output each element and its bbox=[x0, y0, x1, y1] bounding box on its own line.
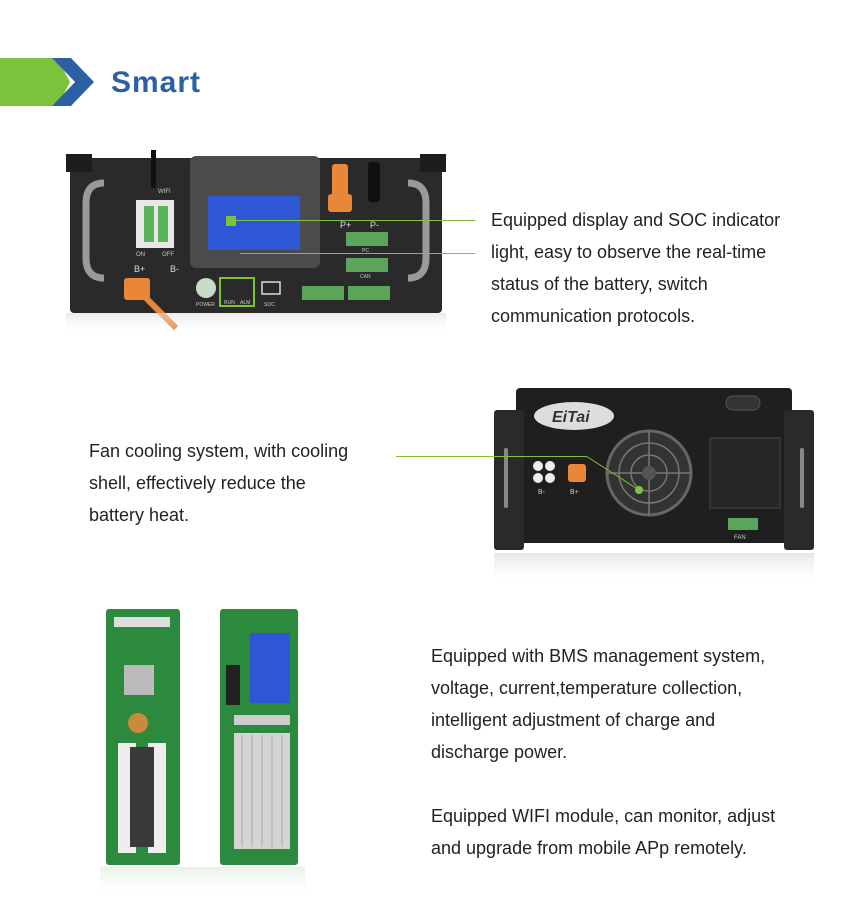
svg-text:B-: B- bbox=[170, 264, 179, 274]
pointer-line-fan bbox=[396, 456, 586, 457]
feature-wifi-text: Equipped WIFI module, can monitor, adjus… bbox=[431, 806, 776, 858]
bms-circuit-boards bbox=[100, 609, 305, 903]
svg-text:RUN: RUN bbox=[224, 300, 235, 306]
fan-cooling-unit: EiTai B- B+ FAN bbox=[494, 388, 814, 583]
lcd-screen bbox=[208, 196, 300, 250]
svg-text:EiTai: EiTai bbox=[552, 409, 590, 426]
section-header-arrow bbox=[0, 58, 95, 106]
green-chevron bbox=[0, 58, 70, 106]
feature-display-text: Equipped display and SOC indicator light… bbox=[491, 210, 781, 326]
svg-text:OFF: OFF bbox=[162, 252, 174, 258]
feature-fan-text: Fan cooling system, with cooling shell, … bbox=[89, 441, 349, 525]
pointer-line-display bbox=[232, 220, 475, 221]
svg-text:FAN: FAN bbox=[734, 535, 746, 541]
battery-front-panel: WIFI ON OFF B+ B- P+ P- PC CAN POWER RUN… bbox=[66, 150, 446, 335]
feature-bms-text: Equipped with BMS management system, vol… bbox=[431, 646, 766, 762]
svg-text:B+: B+ bbox=[570, 489, 579, 496]
svg-text:PC: PC bbox=[362, 248, 369, 254]
svg-text:ALM: ALM bbox=[240, 300, 250, 306]
svg-text:SOC: SOC bbox=[264, 302, 275, 308]
svg-text:B+: B+ bbox=[134, 264, 145, 274]
pointer-line-fan-diagonal bbox=[585, 455, 643, 494]
svg-text:ON: ON bbox=[136, 252, 145, 258]
pointer-line-soc bbox=[240, 253, 475, 254]
bms-lcd bbox=[250, 633, 290, 703]
svg-text:POWER: POWER bbox=[196, 302, 215, 308]
svg-text:P-: P- bbox=[370, 220, 379, 230]
svg-text:P+: P+ bbox=[340, 220, 351, 230]
svg-text:CAN: CAN bbox=[360, 274, 371, 280]
section-title: Smart bbox=[111, 66, 202, 99]
wifi-label: WIFI bbox=[158, 189, 171, 195]
svg-text:B-: B- bbox=[538, 489, 546, 496]
eitai-logo bbox=[534, 402, 614, 430]
